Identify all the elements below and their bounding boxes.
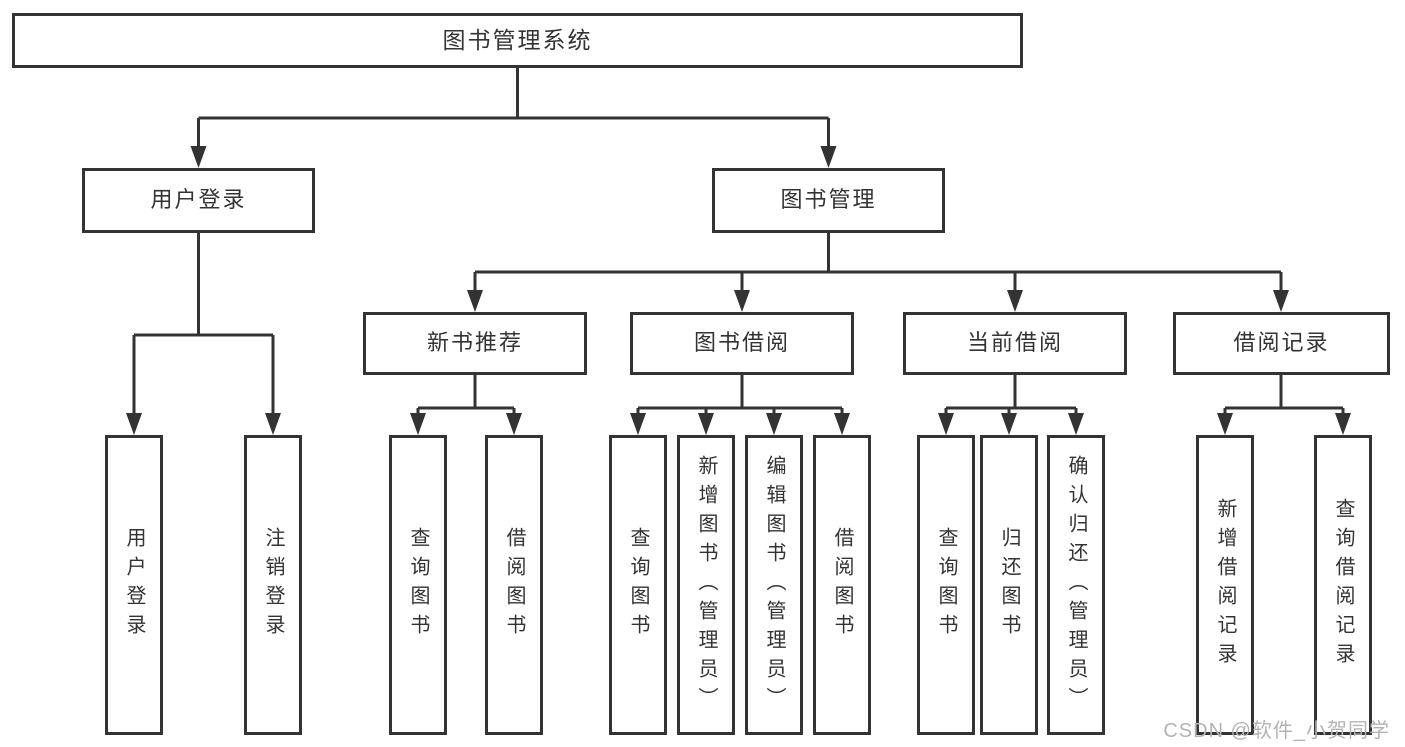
node-book-management: 图书管理: [712, 168, 945, 233]
leaf-add-borrow-record: 新增借阅记录: [1196, 435, 1254, 735]
leaf-query-book-borrow: 查询图书: [609, 435, 667, 735]
watermark: CSDN @软件_小贺同学: [1163, 720, 1390, 742]
leaf-borrow-book: 借阅图书: [813, 435, 871, 735]
node-new-book-recommend: 新书推荐: [363, 312, 587, 375]
leaf-query-book-current: 查询图书: [917, 435, 975, 735]
leaf-query-borrow-record: 查询借阅记录: [1314, 435, 1372, 735]
leaf-logout: 注销登录: [244, 435, 302, 735]
leaf-return-book: 归还图书: [980, 435, 1038, 735]
arrowhead-icons: [126, 146, 1351, 435]
node-current-borrow: 当前借阅: [903, 312, 1127, 375]
leaf-confirm-return-admin: 确认归还（管理员）: [1047, 435, 1105, 735]
node-borrow-record: 借阅记录: [1173, 312, 1390, 375]
node-root: 图书管理系统: [12, 13, 1023, 68]
leaf-edit-book-admin: 编辑图书（管理员）: [745, 435, 803, 735]
leaf-user-login: 用户登录: [105, 435, 163, 735]
node-book-borrow: 图书借阅: [630, 312, 854, 375]
leaf-borrow-book-recommend: 借阅图书: [485, 435, 543, 735]
node-user-login: 用户登录: [82, 168, 315, 233]
leaf-add-book-admin: 新增图书（管理员）: [677, 435, 735, 735]
connector-lines: [132, 68, 1345, 414]
leaf-query-book-recommend: 查询图书: [389, 435, 447, 735]
